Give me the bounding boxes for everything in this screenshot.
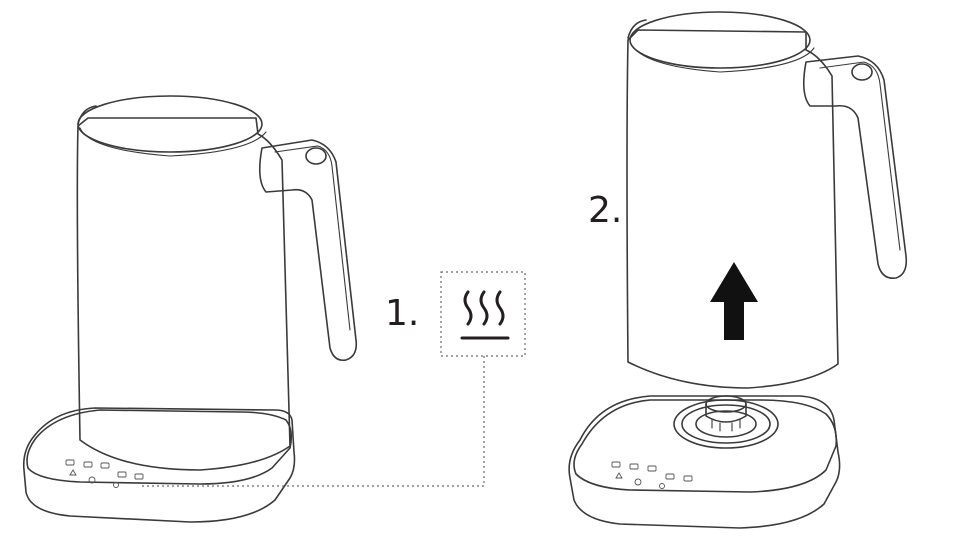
heat-waves-icon: [460, 290, 510, 340]
kettle-base-right: [568, 395, 841, 529]
kettle-body-right: [626, 29, 839, 389]
kettle-on-base-illustration: [22, 95, 358, 523]
base-control-panel-right: [611, 461, 693, 489]
step-1-number: 1.: [385, 293, 419, 334]
callout-leader-line: [140, 356, 485, 487]
kettle-handle-left: [258, 139, 358, 362]
kettle-handle-right: [802, 55, 908, 280]
kettle-lifted-illustration: [626, 11, 908, 389]
step-2-number: 2.: [588, 190, 622, 231]
keep-warm-indicator-callout: [440, 271, 526, 357]
base-power-connector: [673, 395, 779, 449]
kettle-body-left: [76, 117, 291, 471]
kettle-lid-left: [77, 95, 263, 153]
up-arrow-icon: [710, 262, 758, 340]
kettle-base-left: [22, 407, 296, 523]
kettle-lid-right: [629, 11, 811, 69]
base-control-panel-left: [65, 459, 144, 488]
